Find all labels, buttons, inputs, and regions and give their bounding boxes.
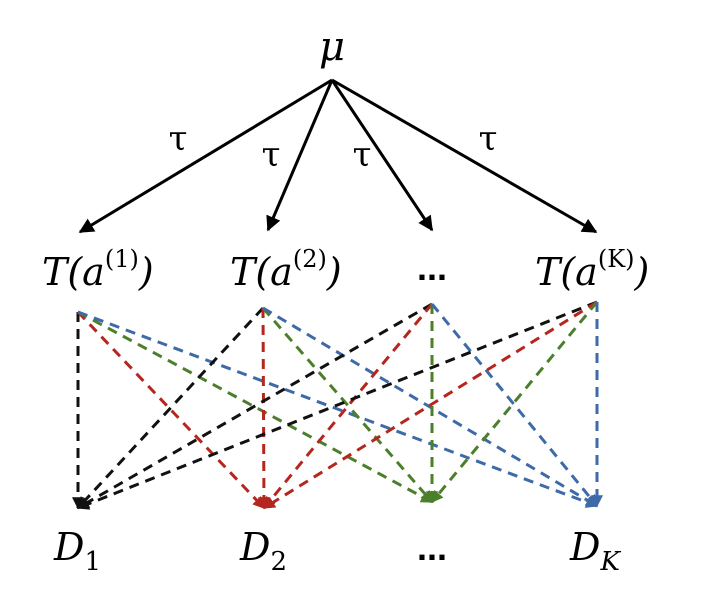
dashed-edge-2-to-3 <box>261 307 434 503</box>
transform-node-1: T(a(1)) <box>42 245 154 294</box>
dashed-edge-2-to-2 <box>257 307 270 510</box>
solid-edge-2 <box>266 79 334 232</box>
solid-edge-group <box>78 78 598 234</box>
target-node-1: D1 <box>53 525 101 577</box>
edge-label-2: τ <box>262 135 281 175</box>
dashed-edge-4-to-2 <box>262 300 598 510</box>
target-ellipsis: ... <box>417 527 447 568</box>
edge-label-3: τ <box>353 135 372 175</box>
dashed-edge-3-to-2 <box>262 303 434 509</box>
root-node: μ <box>319 24 345 70</box>
dashed-edge-3-to-4 <box>430 303 599 507</box>
transform-ellipsis: ... <box>417 247 447 288</box>
dashed-edge-2-to-1 <box>76 306 265 510</box>
transform-node-2: T(a(2)) <box>230 245 342 294</box>
dashed-edge-1-to-4 <box>77 310 599 508</box>
target-node-k: DK <box>569 525 621 577</box>
dashed-edge-group <box>72 300 603 510</box>
target-node-2: D2 <box>239 525 287 577</box>
edge-label-4: τ <box>479 119 498 159</box>
edge-label-1: τ <box>169 119 188 159</box>
dashed-edge-1-to-2 <box>76 310 266 510</box>
dashed-edge-3-to-1 <box>76 302 433 510</box>
solid-edge-3 <box>330 79 434 232</box>
dashed-edge-4-to-3 <box>430 301 599 503</box>
transform-node-k: T(a(K)) <box>535 245 649 294</box>
dashed-edge-4-to-1 <box>76 300 598 510</box>
dashed-edge-2-to-4 <box>262 306 599 508</box>
solid-edge-4 <box>331 78 598 234</box>
solid-edge-1 <box>78 78 333 234</box>
